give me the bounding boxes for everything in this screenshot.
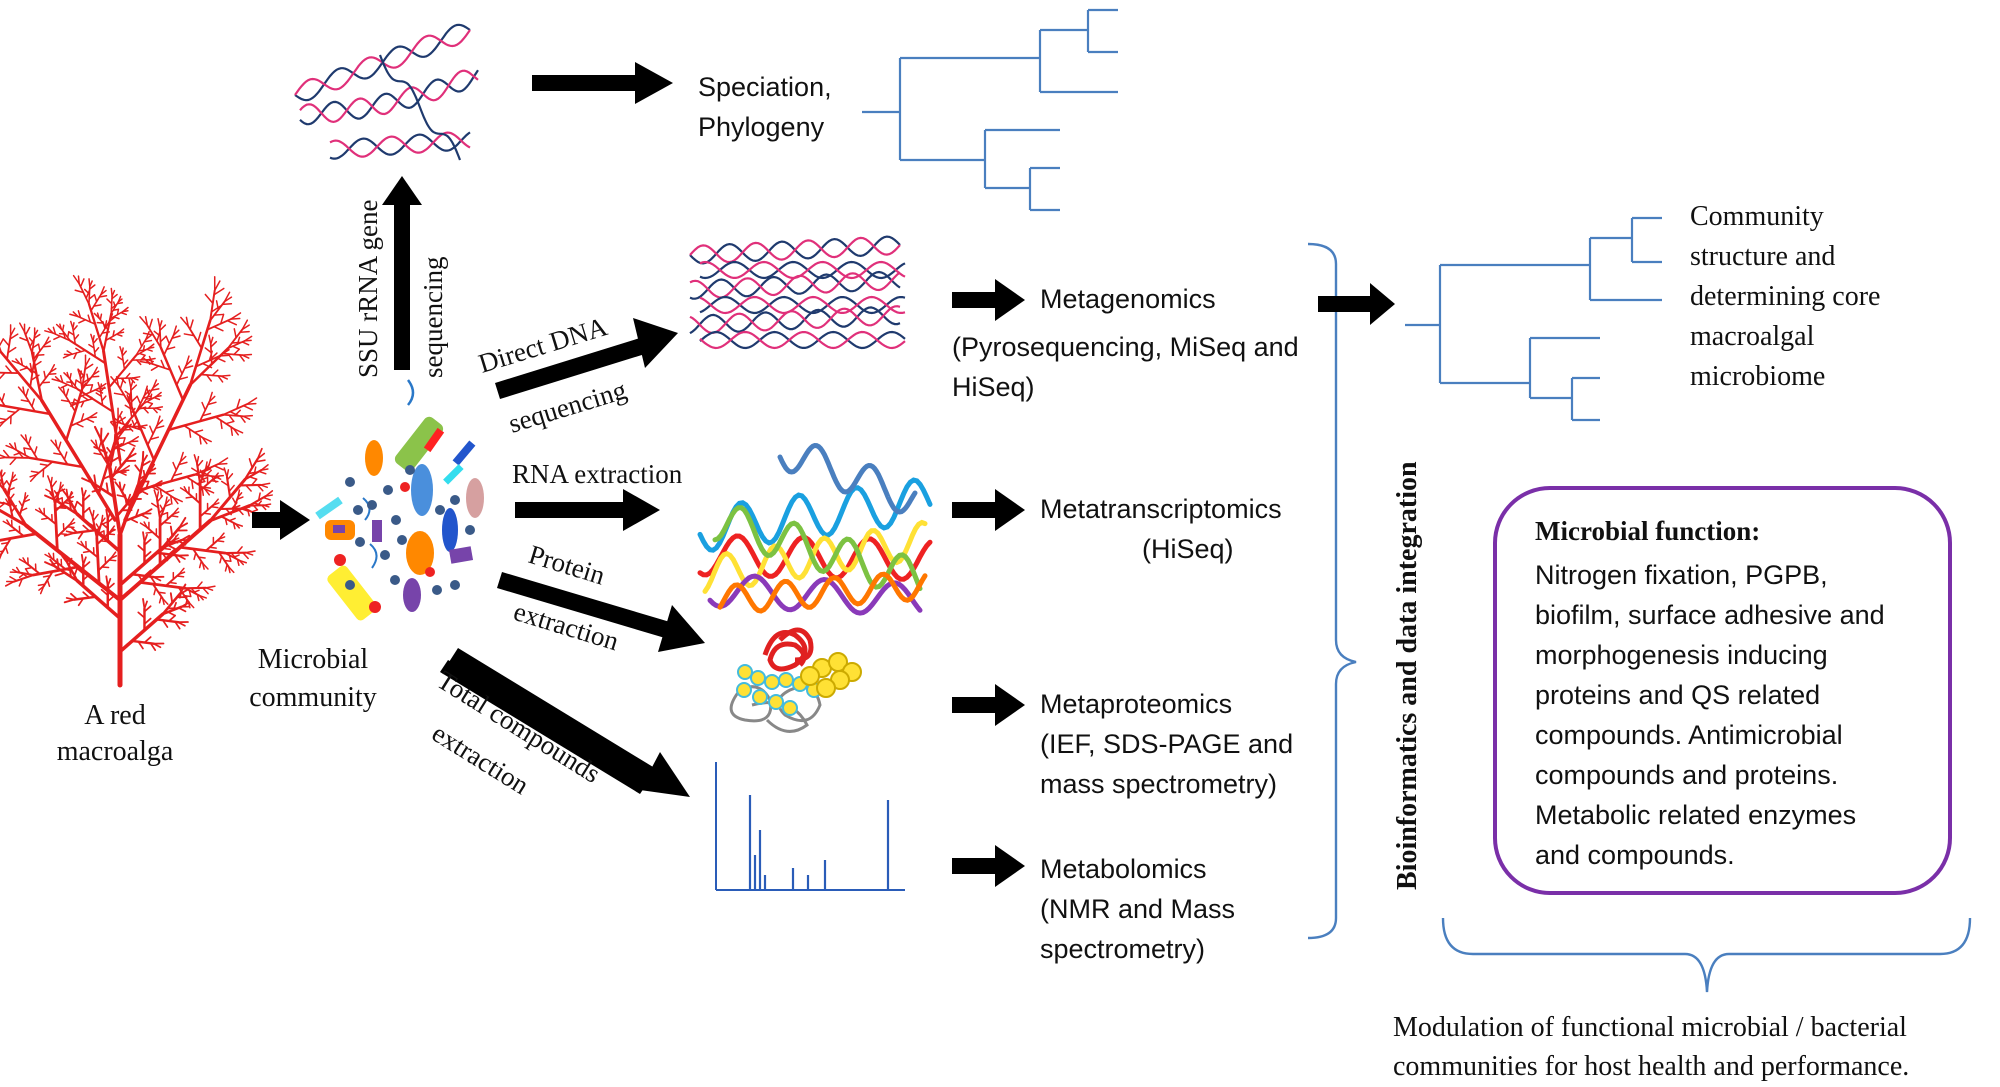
metaproteomics-detail-line1: (IEF, SDS-PAGE and: [1040, 729, 1293, 759]
ssu-label-line1: SSU rRNA gene: [353, 199, 383, 378]
arrow-to-metagenomics: [952, 279, 1025, 321]
microbial-function-box: [1493, 486, 1952, 895]
function-line: Metabolic related enzymes: [1535, 800, 1856, 830]
arrow-direct-dna: [495, 318, 678, 399]
metatranscriptomics-detail: (HiSeq): [1142, 534, 1234, 564]
metagenomics-dna-icon: [689, 235, 906, 350]
community-structure-line: determining core: [1690, 281, 1880, 312]
microbial-function-text: Nitrogen fixation, PGPB, biofilm, surfac…: [1535, 560, 1885, 870]
arrow-to-metaproteomics: [952, 684, 1025, 726]
alga-label-line2: macroalga: [57, 736, 174, 767]
metagenomics-detail-line1: (Pyrosequencing, MiSeq and: [952, 332, 1299, 362]
bioinformatics-label: Bioinformatics and data integration: [1392, 461, 1423, 890]
arrow-to-community-structure: [1318, 283, 1395, 325]
arrow-rna: [515, 489, 660, 531]
arrow-to-metabolomics: [952, 845, 1025, 887]
function-line: compounds and proteins.: [1535, 760, 1838, 790]
arrow-protein: [497, 572, 705, 652]
metagenomics-detail-line2: HiSeq): [952, 372, 1035, 402]
arrow-to-metatranscriptomics: [952, 489, 1025, 531]
function-line: and compounds.: [1535, 840, 1735, 870]
microbial-function-title: Microbial function:: [1535, 516, 1760, 546]
modulation-line1: Modulation of functional microbial / bac…: [1393, 1012, 1907, 1043]
arrow-alga-to-community: [252, 500, 310, 540]
ssu-label-line2: sequencing: [418, 257, 448, 378]
modulation-line2: communities for host health and performa…: [1393, 1051, 1909, 1082]
metatranscriptomics-label: Metatranscriptomics: [1040, 494, 1282, 524]
bottom-brace: [1441, 917, 1972, 993]
function-line: Nitrogen fixation, PGPB,: [1535, 560, 1828, 590]
community-label-line2: community: [249, 682, 377, 713]
metaproteomics-detail-line2: mass spectrometry): [1040, 769, 1277, 799]
protein-blob-icon: [729, 627, 862, 733]
metagenomics-label: Metagenomics: [1040, 284, 1216, 314]
community-structure-text: Community structure and determining core…: [1690, 201, 1880, 392]
community-structure-line: macroalgal: [1690, 321, 1815, 352]
function-line: morphogenesis inducing: [1535, 640, 1828, 670]
integration-brace: [1307, 242, 1357, 940]
community-tree-icon: [1405, 216, 1662, 422]
community-structure-line: structure and: [1690, 241, 1835, 272]
community-structure-line: Community: [1690, 201, 1824, 232]
rna-strands-icon: [697, 442, 933, 616]
mass-spectrum-icon: [715, 762, 905, 891]
arrow-total-compounds: [440, 648, 690, 797]
arrow-ssu-up: [382, 176, 422, 370]
metabolomics-detail-line2: spectrometry): [1040, 934, 1205, 964]
dna-helix-icon: [294, 23, 479, 161]
rna-extraction-label: RNA extraction: [512, 459, 683, 489]
community-structure-line: microbiome: [1690, 361, 1825, 392]
alga-label-line1: A red: [84, 700, 145, 731]
microbial-community-icon: [315, 379, 484, 621]
function-line: compounds. Antimicrobial: [1535, 720, 1843, 750]
metabolomics-label: Metabolomics: [1040, 854, 1207, 884]
metabolomics-detail-line1: (NMR and Mass: [1040, 894, 1235, 924]
speciation-label-line2: Phylogeny: [698, 112, 825, 142]
function-line: proteins and QS related: [1535, 680, 1820, 710]
metaproteomics-label: Metaproteomics: [1040, 689, 1232, 719]
community-label-line1: Microbial: [258, 644, 369, 675]
speciation-label-line1: Speciation,: [698, 72, 832, 102]
function-line: biofilm, surface adhesive and: [1535, 600, 1885, 630]
phylogenetic-tree-icon: [862, 8, 1118, 212]
red-macroalga-icon: [0, 274, 274, 688]
arrow-to-speciation: [532, 62, 673, 104]
